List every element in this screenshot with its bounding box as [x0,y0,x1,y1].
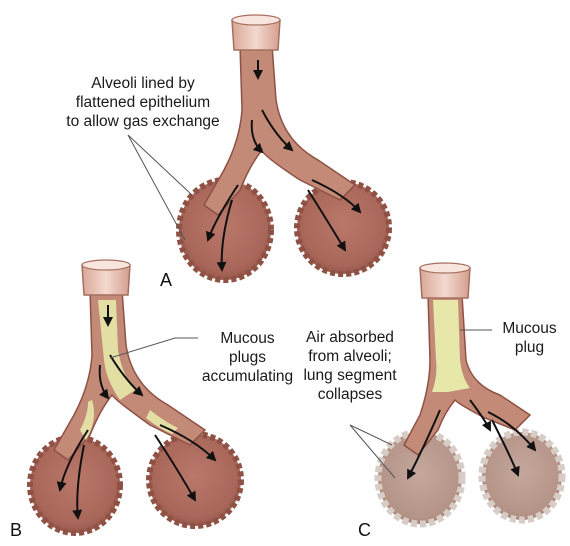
panel-c-right-alveoli-collapsed [482,432,562,520]
panel-c-annotation-line: plug [492,338,567,357]
panel-a-letter: A [160,270,172,291]
panel-b-annotation-line: Mucous [195,329,300,348]
panel-c-annotation-right: Mucous plug [492,319,567,357]
panel-b-annotation-line: plugs [195,348,300,367]
panel-c-annotation-line: lung segment [290,366,410,385]
panel-a-annotation-line: flattened epithelium [58,93,228,112]
panel-c-leader-line [350,425,392,445]
panel-a-leader-line [128,135,185,240]
panel-a-annotation-line: to allow gas exchange [58,112,228,131]
panel-c-annotation-line: collapses [290,385,410,404]
panel-b-letter: B [10,520,22,541]
panel-b-annotation-line: accumulating [195,367,300,386]
panel-a-leader-line [128,135,192,195]
panel-b-annotation: Mucous plugs accumulating [195,329,300,386]
panel-b-airway [54,290,205,460]
panel-a-bronchial-tree [128,15,389,280]
panel-c-annotation-line: Mucous [492,319,567,338]
panel-b-bronchial-tree [30,260,241,533]
panel-c-letter: C [358,520,371,541]
panel-c-annotation-line: Air absorbed [290,328,410,347]
panel-c-annotation-left: Air absorbed from alveoli; lung segment … [290,328,410,404]
panel-a-annotation: Alveoli lined by flattened epithelium to… [58,74,228,131]
panel-c-annotation-line: from alveoli; [290,347,410,366]
panel-a-annotation-line: Alveoli lined by [58,74,228,93]
